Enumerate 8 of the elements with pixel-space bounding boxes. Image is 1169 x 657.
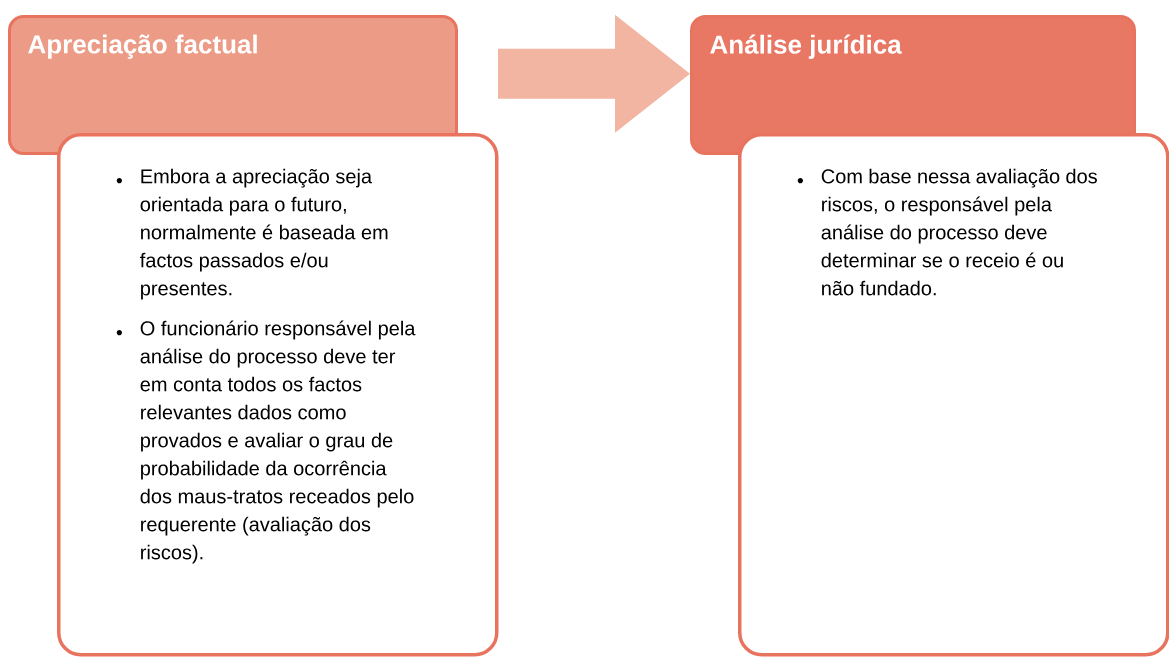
bullet-text: O funcionário responsável pela análise do processo deve ter em conta todos os factos relevantes dados como provados e avaliar o grau de probabilidade da ocorrência dos maus-tratos receados pelo requerente (avaliação dos riscos). [140,320,416,564]
block-arrow [498,14,690,133]
content-box [738,133,1169,657]
bullet-text: Embora a apreciação seja orientada para o futuro, normalmente é baseada em factos passados e/ou presentes. [140,168,388,300]
content-box [57,133,499,657]
bullet-text: Com base nessa avaliação dos riscos, o responsável pela análise do processo deve determinar se o receio é ou não fundado. [821,168,1097,296]
box-heading: Apreciação factual [28,34,257,59]
box-heading: Análise jurídica [710,34,902,59]
